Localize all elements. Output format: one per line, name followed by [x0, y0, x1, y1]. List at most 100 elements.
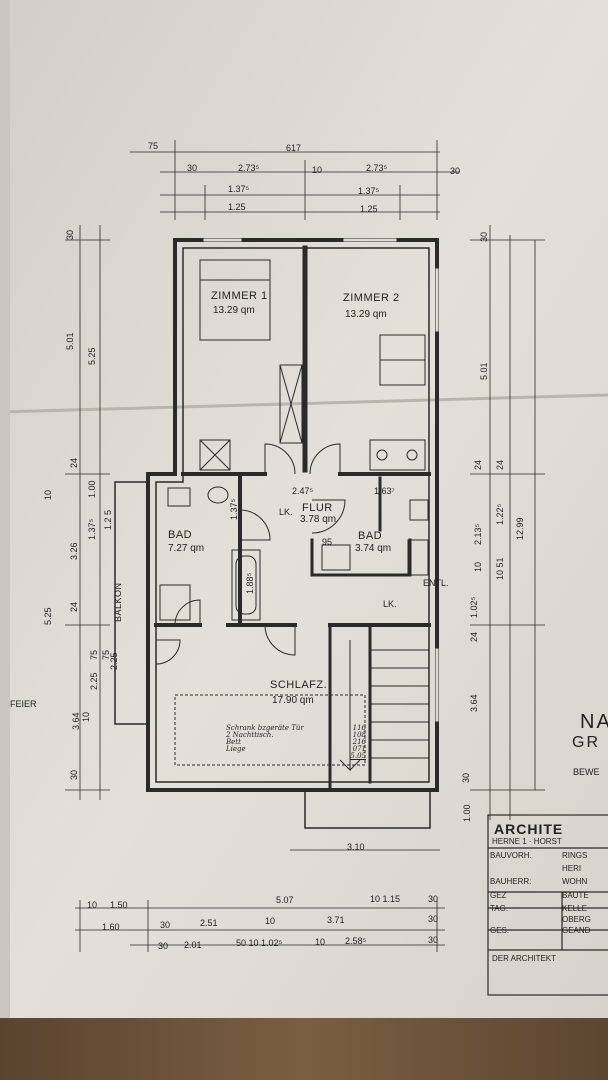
dim-bottom-r3f: 30: [428, 935, 439, 945]
dim-top-2735b: 2.73⁵: [366, 163, 388, 173]
dim-right-24c: 24: [469, 631, 479, 642]
dim-inner-2475: 2.47⁵: [292, 486, 314, 496]
dim-bottom-r1a: 10: [87, 900, 98, 910]
dim-top-125a: 1.25: [228, 202, 246, 212]
label-feier: FEIER: [10, 699, 37, 709]
dim-left-75a: 75: [89, 649, 99, 660]
room-name-zimmer2: ZIMMER 2: [343, 292, 400, 304]
room-area-bad-right: 3.74 qm: [355, 543, 392, 554]
wall-bad-right: [310, 538, 412, 577]
washer-bad-right: [407, 539, 429, 576]
dim-right-501: 5.01: [479, 362, 489, 380]
dim-inner-1375: 1.37⁵: [229, 498, 239, 520]
furniture-note-total: 5.05: [350, 752, 366, 760]
label-entl: ENTL.: [423, 578, 449, 588]
shower-bad-left: [159, 584, 191, 621]
dim-right-364: 3.64: [469, 694, 479, 712]
dim-inner-1885: 1.88⁵: [245, 572, 255, 594]
room-name-schlafz: SCHLAFZ.: [270, 679, 328, 691]
dim-inner-95: 95: [322, 537, 333, 547]
door-zimmer1: [264, 443, 296, 475]
dim-right-1225: 1.22⁵: [495, 503, 505, 525]
dim-inner-1637: 1.63⁷: [374, 486, 395, 496]
dim-top-1375a: 1.37⁵: [228, 184, 250, 194]
bed-zimmer1: [199, 259, 271, 341]
door-left-balkon: [155, 639, 181, 665]
dim-left-501: 5.01: [65, 332, 75, 350]
room-area-schlafz: 17.90 qm: [272, 695, 314, 706]
dim-top-30b: 30: [450, 166, 461, 176]
dim-bottom-r2d: 10: [265, 916, 276, 926]
cabinet-zimmer1: [199, 439, 231, 471]
title-address: HERNE 1 · HORST: [492, 837, 562, 846]
dim-bottom-r2b: 30: [160, 920, 171, 930]
wardrobe-zimmer1: [279, 364, 303, 444]
dim-left-30: 30: [65, 229, 75, 240]
dim-bottom-r3e: 2.58⁵: [345, 936, 367, 946]
dim-left-326: 3.26: [69, 542, 79, 560]
title-sub: BEWE: [573, 767, 600, 777]
dim-top-2735a: 2.73⁵: [238, 163, 260, 173]
title-heading-b: GR: [572, 734, 600, 751]
paper-edge-left: [0, 0, 10, 1018]
room-area-flur: 3.78 qm: [300, 514, 337, 525]
dim-top-75: 75: [148, 141, 159, 151]
dim-left-10b: 10: [81, 711, 91, 722]
dim-bottom-r2e: 3.71: [327, 915, 345, 925]
dim-right-24b: 24: [495, 459, 505, 470]
dim-bottom-r3b: 2.01: [184, 940, 202, 950]
dim-right-1299: 12.99: [515, 517, 525, 540]
dim-bottom-r1b: 1.50: [110, 900, 128, 910]
room-area-zimmer2: 13.29 qm: [345, 309, 387, 320]
room-area-zimmer1: 13.29 qm: [213, 305, 255, 316]
door-zimmer2: [309, 443, 341, 475]
toilet-bad-right: [409, 499, 429, 521]
dim-top-10: 10: [312, 165, 323, 175]
outer-wall: [146, 238, 439, 792]
dim-bottom-r1c: 5.07: [276, 895, 294, 905]
dim-bottom-r2a: 1.60: [102, 922, 120, 932]
door-bad-right: [311, 499, 346, 534]
room-name-balkon: BALKON: [113, 582, 123, 622]
sink-bad-right: [321, 544, 351, 571]
label-lk-stair: LK.: [383, 599, 397, 609]
dim-bottom-r3a: 30: [158, 941, 169, 951]
dim-left-364: 3.64: [71, 712, 81, 730]
dim-right-1025: 1.02⁵: [469, 596, 479, 618]
sink-bad-left: [167, 487, 191, 507]
dim-right-30: 30: [479, 231, 489, 242]
balkon-outline: [114, 481, 149, 725]
dim-right-30b: 30: [461, 772, 471, 783]
title-block-frame: [487, 814, 608, 996]
dim-left-24a: 24: [69, 457, 79, 468]
room-lk-flur: LK.: [279, 507, 293, 517]
dim-left-525a: 5.25: [87, 347, 97, 365]
dim-bottom-r3d: 10: [315, 937, 326, 947]
room-area-bad-left: 7.27 qm: [168, 543, 205, 554]
dim-bottom-310: 3.10: [347, 842, 365, 852]
bed-schlafz: [174, 694, 366, 766]
dim-left-125: 1.2 5: [103, 509, 113, 530]
door-schlafz: [264, 624, 296, 656]
dim-left-24b: 24: [69, 601, 79, 612]
door-bad-left: [239, 509, 271, 541]
dim-left-225a: 2.25: [89, 672, 99, 690]
outer-wall-inner: [155, 247, 430, 783]
dim-left-525b: 5.25: [43, 607, 53, 625]
room-name-bad-left: BAD: [168, 529, 193, 541]
dim-bottom-r2f: 30: [428, 914, 439, 924]
dim-bottom-r1e: 30: [428, 894, 439, 904]
dim-top-30a: 30: [187, 163, 198, 173]
stairs: [339, 640, 429, 772]
bathtub-bad-left: [231, 549, 261, 621]
dim-right-1051: 10 51: [495, 557, 505, 580]
dim-bottom-r3c: 50 10 1.02⁵: [236, 938, 283, 948]
dim-top-1375b: 1.37⁵: [358, 186, 380, 196]
title-architekt: ARCHITE: [494, 821, 564, 837]
dim-bottom-r2c: 2.51: [200, 918, 218, 928]
dim-right-24a: 24: [473, 459, 483, 470]
